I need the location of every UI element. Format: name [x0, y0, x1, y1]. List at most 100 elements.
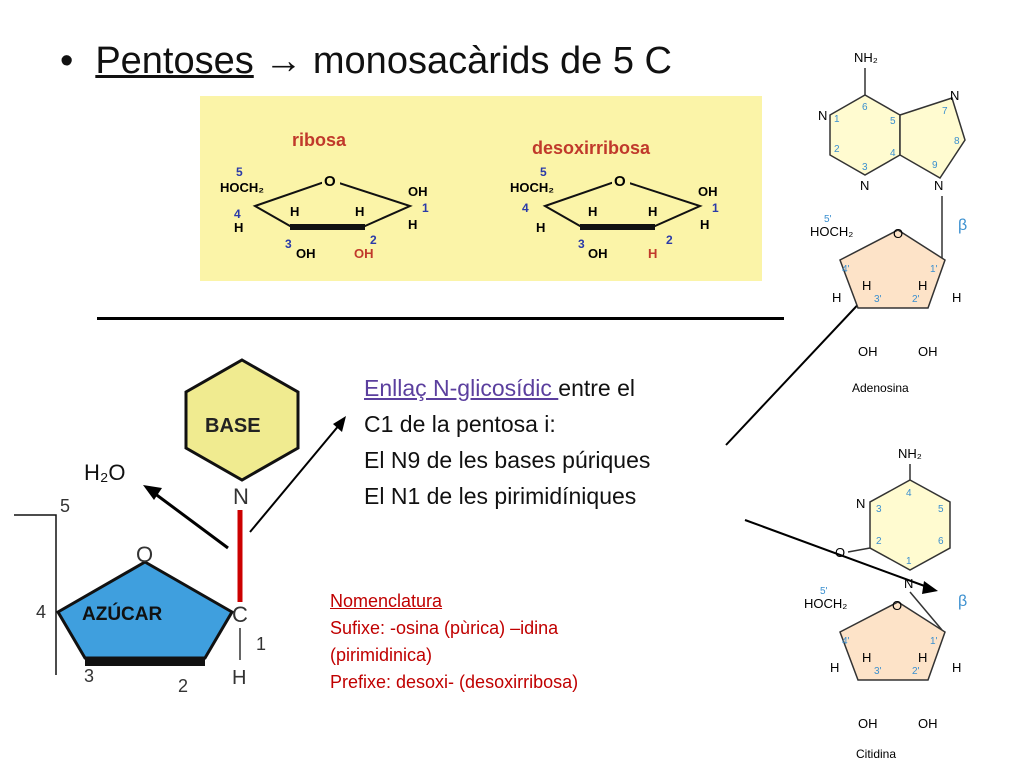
adenine-num-2: 2 — [834, 144, 840, 155]
deoxyribose-num-3: 3 — [578, 237, 585, 251]
adenosine-ch2: HOCH₂ — [810, 224, 853, 239]
deoxyribose-o-bg — [612, 168, 630, 188]
adenosine-h4: H — [832, 290, 841, 305]
deoxyribose-h3: H — [588, 204, 597, 219]
adenine-n9: N — [934, 178, 943, 193]
adenine-num-7: 7 — [942, 106, 948, 117]
ribose-oh3: OH — [296, 246, 316, 261]
glycosidic-bond-schematic: BASE N O AZÚCAR C H 5 4 3 2 1 — [14, 358, 300, 696]
ribose-oh2: OH — [354, 246, 374, 261]
deoxyribose-h2a: H — [648, 204, 657, 219]
adenosine-num-4p: 4' — [842, 264, 850, 275]
arrow-to-text-head — [333, 416, 346, 432]
sugar-c-atom: C — [232, 602, 248, 627]
cytidine-oh3: OH — [858, 716, 878, 731]
water-arrow — [149, 488, 229, 550]
cytosine-num-4: 4 — [906, 488, 912, 499]
adenosine-h3: H — [862, 278, 871, 293]
base-n-atom: N — [233, 484, 249, 509]
adenosine-oh2: OH — [918, 344, 938, 359]
cytidine-num-3p: 3' — [874, 666, 882, 677]
cytidine-caption: Citidina — [856, 747, 896, 761]
deoxyribose-ch2oh: HOCH₂ — [510, 180, 554, 195]
adenine-num-6: 6 — [862, 102, 868, 113]
cytosine-o2: O — [835, 545, 845, 560]
ribose-ch2oh: HOCH₂ — [220, 180, 264, 195]
deoxyribose-h1: H — [700, 217, 709, 232]
ribose-num-2: 2 — [370, 233, 377, 247]
adenine-num-8: 8 — [954, 136, 960, 147]
deoxyribose-oh3: OH — [588, 246, 608, 261]
link-line-1-rest: entre el — [558, 375, 636, 401]
deoxyribose-oh1: OH — [698, 184, 718, 199]
cytidine-num-5p: 5' — [820, 586, 828, 597]
deoxyribose-num-5: 5 — [540, 165, 547, 179]
cytidine-beta: β — [958, 593, 967, 610]
arrow-to-text — [249, 423, 341, 533]
link-line-4: El N1 de les pirimidíniques — [364, 483, 637, 509]
slide-title: •Pentoses → monosacàrids de 5 C — [60, 40, 672, 83]
adenosine-num-5p: 5' — [824, 214, 832, 225]
nomenclature-line-1: Sufixe: -osina (pùrica) –idina — [330, 618, 559, 638]
cytosine-num-6: 6 — [938, 536, 944, 547]
ribose-h1: H — [408, 217, 417, 232]
sugar-structures-panel: ribosa O HOCH₂ 5 4 H H H 3 OH 2 OH OH 1 … — [200, 96, 762, 281]
ribose-label: ribosa — [292, 130, 347, 150]
deoxyribose-structure: desoxirribosa O HOCH₂ 5 4 H H H 3 OH 2 H… — [510, 138, 719, 261]
nomenclature-note: Nomenclatura Sufixe: -osina (pùrica) –id… — [330, 588, 578, 696]
title-arrow-icon: → — [264, 40, 303, 82]
deoxyribose-h2b: H — [648, 246, 657, 261]
ribose-h3: H — [290, 204, 299, 219]
deoxyribose-ring — [542, 178, 703, 227]
title-term: Pentoses — [95, 40, 254, 82]
sugar-o-atom: O — [136, 542, 153, 567]
adenosine-num-2p: 2' — [912, 294, 920, 305]
ribose-h2: H — [355, 204, 364, 219]
deoxyribose-num-2: 2 — [666, 233, 673, 247]
adenosine-beta: β — [958, 217, 967, 234]
pentose-structures-figure: ribosa O HOCH₂ 5 4 H H H 3 OH 2 OH OH 1 … — [220, 130, 719, 261]
cytosine-co-bond — [847, 547, 871, 553]
adenosine-ribose-ring — [839, 229, 946, 309]
ribose-structure: ribosa O HOCH₂ 5 4 H H H 3 OH 2 OH OH 1 … — [220, 130, 429, 261]
cytidine-h4: H — [830, 660, 839, 675]
cytosine-num-3: 3 — [876, 504, 882, 515]
cytidine-h1: H — [952, 660, 961, 675]
cytidine-num-1p: 1' — [930, 636, 938, 647]
cytosine-n1: N — [904, 576, 913, 591]
base-hexagon — [184, 358, 300, 482]
adenosine-h1: H — [952, 290, 961, 305]
cytosine-n3: N — [856, 496, 865, 511]
adenosine-num-3p: 3' — [874, 294, 882, 305]
adenosine-num-1p: 1' — [930, 264, 938, 275]
link-line-2: C1 de la pentosa i: — [364, 411, 556, 437]
cytosine-num-2: 2 — [876, 536, 882, 547]
ribose-oh1: OH — [408, 184, 428, 199]
deoxyribose-num-1: 1 — [712, 201, 719, 215]
sugar-label: AZÚCAR — [82, 603, 162, 625]
nomenclature-heading: Nomenclatura — [330, 591, 443, 611]
schematic-num-4: 4 — [36, 602, 46, 622]
adenosine-h2: H — [918, 278, 927, 293]
cytidine-ch2: HOCH₂ — [804, 596, 847, 611]
cytidine-structure: NH₂ N N O 1 2 3 4 5 6 β O HOCH₂ 5' 4' 3'… — [804, 446, 967, 761]
cytidine-ring-o: O — [892, 598, 902, 613]
cytidine-num-2p: 2' — [912, 666, 920, 677]
water-label: H₂O — [84, 460, 126, 485]
cytidine-h2: H — [918, 650, 927, 665]
glycosidic-link-term[interactable]: Enllaç N-glicosídic — [364, 375, 559, 401]
schematic-num-5: 5 — [60, 496, 70, 516]
cytosine-num-5: 5 — [938, 504, 944, 515]
adenine-num-1: 1 — [834, 114, 840, 125]
adenine-num-3: 3 — [862, 162, 868, 173]
ribose-num-1: 1 — [422, 201, 429, 215]
cytosine-ring — [869, 479, 951, 571]
adenine-nh2: NH₂ — [854, 50, 878, 65]
adenosine-ring-o: O — [893, 226, 903, 241]
title-rest: monosacàrids de 5 C — [312, 40, 672, 82]
ribose-ring — [252, 178, 413, 227]
adenine-five-ring — [899, 97, 966, 180]
cytidine-glycosidic-bond — [909, 591, 943, 631]
ribose-num-4: 4 — [234, 207, 241, 221]
adenine-n7: N — [950, 88, 959, 103]
